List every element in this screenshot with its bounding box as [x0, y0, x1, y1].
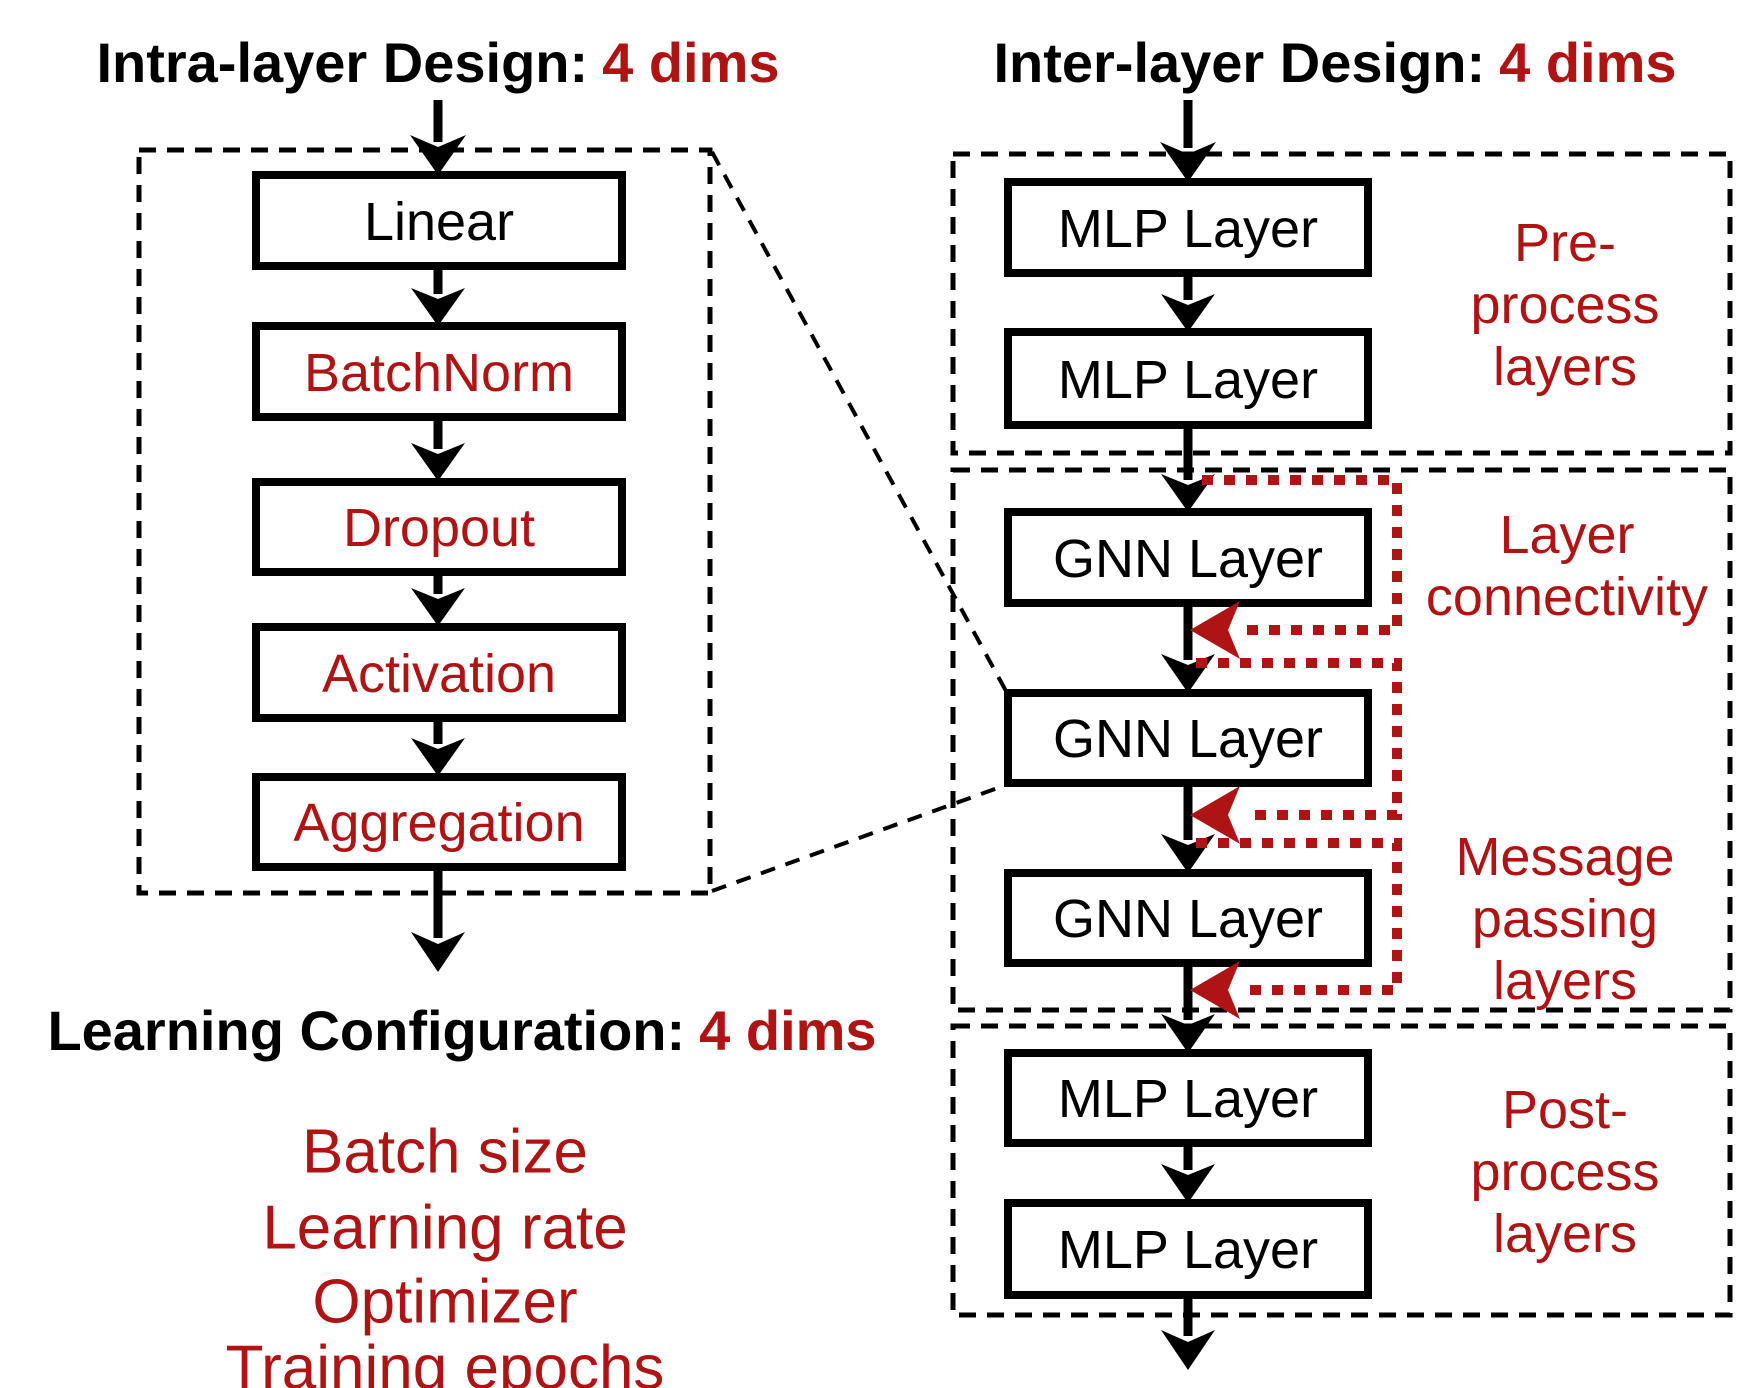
- inter-arrow-2: [1161, 425, 1215, 512]
- inter-box-mlp-3-label: MLP Layer: [1058, 1069, 1318, 1129]
- zoom-link-top-dash: [710, 151, 1008, 692]
- learning-config-title: Learning Configuration:4 dims: [47, 999, 876, 1062]
- message-passing-dashed-box: [950, 467, 1733, 1013]
- inter-box-mlp-1: MLP Layer: [1004, 178, 1372, 277]
- skip-connection-1: [1190, 475, 1402, 659]
- postprocess-label-line3: layers: [1493, 1204, 1637, 1264]
- layer-connectivity-label: Layer connectivity: [1426, 505, 1708, 627]
- message-passing-label: Message passing layers: [1455, 827, 1674, 1011]
- inter-box-gnn-2-label: GNN Layer: [1053, 709, 1323, 769]
- intra-exit-arrow: [411, 867, 465, 972]
- preprocess-label: Pre- process layers: [1470, 213, 1659, 397]
- intra-box-dropout: Dropout: [252, 478, 626, 576]
- skip-connection-2: [1190, 658, 1402, 844]
- intra-box-activation: Activation: [252, 623, 626, 722]
- inter-box-mlp-1-label: MLP Layer: [1058, 199, 1318, 259]
- inter-box-mlp-2: MLP Layer: [1004, 328, 1372, 429]
- intra-layer-title-dims: 4 dims: [602, 31, 779, 94]
- learning-item-learning-rate: Learning rate: [262, 1194, 627, 1263]
- preprocess-label-line3: layers: [1493, 337, 1637, 397]
- inter-exit-arrow: [1161, 1295, 1215, 1370]
- intra-box-activation-label: Activation: [322, 644, 556, 704]
- learning-item-training-epochs: Training epochs: [226, 1334, 665, 1388]
- inter-arrow-5: [1161, 963, 1215, 1053]
- intra-layer-dashed-box: [136, 147, 713, 896]
- learning-config-title-text: Learning Configuration:: [47, 999, 685, 1062]
- postprocess-label-line1: Post-: [1502, 1080, 1628, 1140]
- preprocess-label-line2: process: [1470, 275, 1659, 335]
- inter-box-mlp-3: MLP Layer: [1004, 1049, 1372, 1147]
- message-passing-label-line2: passing: [1472, 889, 1658, 949]
- preprocess-label-line1: Pre-: [1514, 213, 1616, 273]
- skip-connection-3: [1190, 838, 1402, 1019]
- postprocess-label-line2: process: [1470, 1142, 1659, 1202]
- intra-layer-title: Intra-layer Design:4 dims: [96, 31, 779, 94]
- inter-box-gnn-2: GNN Layer: [1004, 689, 1372, 787]
- intra-box-batchnorm: BatchNorm: [252, 322, 626, 421]
- inter-box-gnn-3-label: GNN Layer: [1053, 889, 1323, 949]
- intra-layer-title-text: Intra-layer Design:: [96, 31, 588, 94]
- inter-box-mlp-4-label: MLP Layer: [1058, 1220, 1318, 1280]
- inter-layer-title-text: Inter-layer Design:: [993, 31, 1485, 94]
- inter-box-gnn-1-label: GNN Layer: [1053, 529, 1323, 589]
- zoom-link-bottom-dash: [711, 783, 1007, 893]
- inter-box-gnn-1: GNN Layer: [1004, 508, 1372, 607]
- intra-entry-arrow: [410, 100, 466, 175]
- inter-arrow-6: [1161, 1143, 1215, 1203]
- intra-arrow-1: [411, 266, 465, 326]
- intra-box-batchnorm-label: BatchNorm: [304, 343, 574, 403]
- inter-box-mlp-4: MLP Layer: [1004, 1199, 1372, 1299]
- layer-connectivity-label-line2: connectivity: [1426, 567, 1708, 627]
- intra-box-dropout-label: Dropout: [343, 498, 535, 558]
- intra-box-linear: Linear: [252, 171, 626, 270]
- inter-arrow-4: [1161, 783, 1215, 873]
- intra-arrow-4: [411, 718, 465, 776]
- intra-box-aggregation-label: Aggregation: [293, 793, 584, 853]
- inter-layer-title-dims: 4 dims: [1499, 31, 1676, 94]
- postprocess-label: Post- process layers: [1470, 1080, 1659, 1264]
- layer-connectivity-label-line1: Layer: [1499, 505, 1634, 565]
- intra-arrow-3: [411, 572, 465, 626]
- inter-box-mlp-2-label: MLP Layer: [1058, 350, 1318, 410]
- inter-box-gnn-3: GNN Layer: [1004, 869, 1372, 967]
- intra-box-linear-label: Linear: [364, 192, 514, 252]
- intra-box-aggregation: Aggregation: [252, 773, 626, 871]
- learning-item-batch-size: Batch size: [302, 1118, 588, 1187]
- learning-item-optimizer: Optimizer: [312, 1268, 577, 1337]
- inter-entry-arrow: [1160, 100, 1216, 182]
- message-passing-label-line1: Message: [1455, 827, 1674, 887]
- message-passing-label-line3: layers: [1493, 951, 1637, 1011]
- preprocess-dashed-box: [950, 151, 1733, 456]
- learning-config-title-dims: 4 dims: [699, 999, 876, 1062]
- inter-layer-title: Inter-layer Design:4 dims: [993, 31, 1676, 94]
- inter-arrow-3: [1161, 603, 1215, 693]
- inter-arrow-1: [1161, 273, 1215, 332]
- intra-arrow-2: [411, 417, 465, 481]
